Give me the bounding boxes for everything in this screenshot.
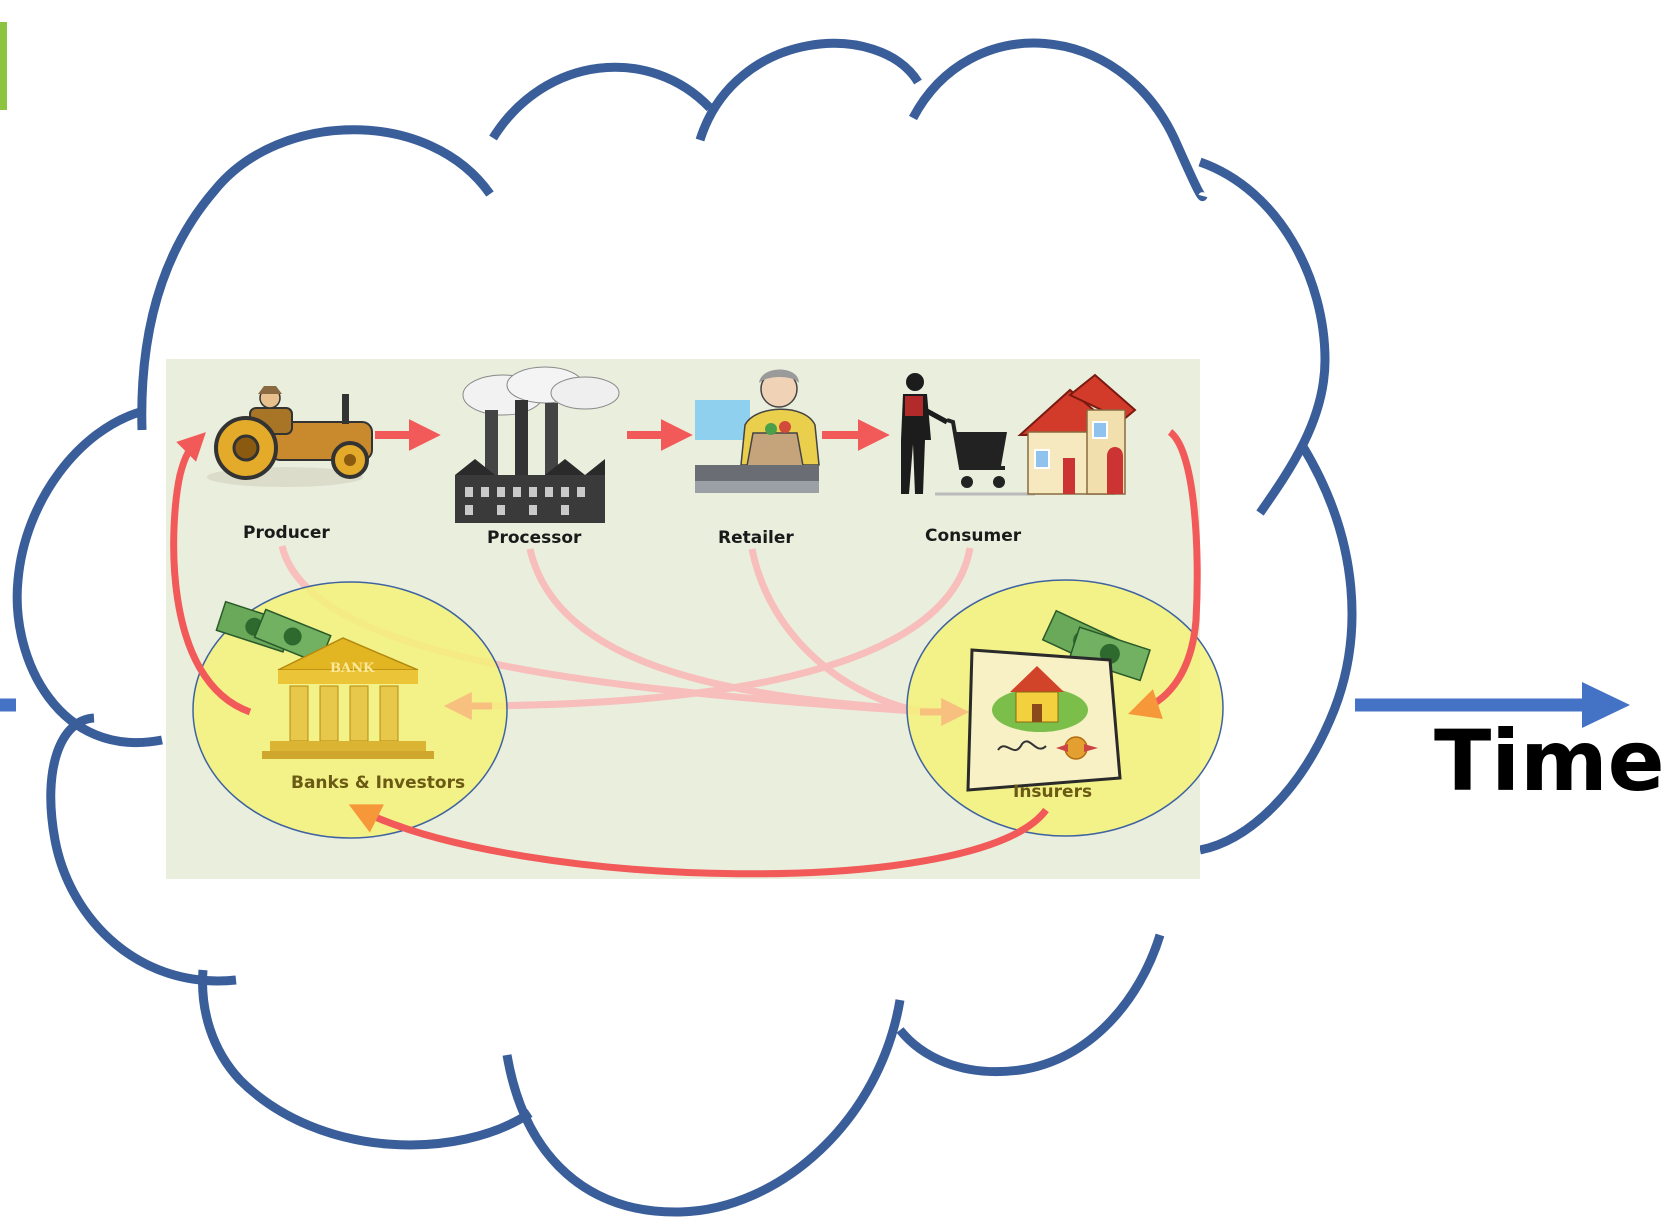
arrow-consumer-insurers <box>1128 429 1201 719</box>
bank-money-icon <box>215 600 434 759</box>
cloud-outline <box>12 38 1357 1217</box>
corner-accent <box>0 22 7 110</box>
producer-label: Producer <box>243 523 330 543</box>
bank-sign: BANK <box>330 661 375 676</box>
banks-label: Banks & Investors <box>291 773 465 793</box>
consumer-label: Consumer <box>925 526 1022 546</box>
arrow-insurers-banks <box>348 804 1049 878</box>
processor-label: Processor <box>487 528 582 548</box>
time-axis: Time <box>0 682 1665 810</box>
retailer-label: Retailer <box>718 528 794 548</box>
shopper-house-icon <box>901 373 1137 496</box>
insurers-label: Insurers <box>1013 782 1092 802</box>
factory-icon <box>455 366 620 523</box>
tractor-icon <box>207 386 373 487</box>
insurance-policy-icon <box>966 609 1151 792</box>
arrow-banks-producer <box>170 432 252 716</box>
time-label: Time <box>1434 712 1665 810</box>
cashier-icon <box>695 369 820 493</box>
